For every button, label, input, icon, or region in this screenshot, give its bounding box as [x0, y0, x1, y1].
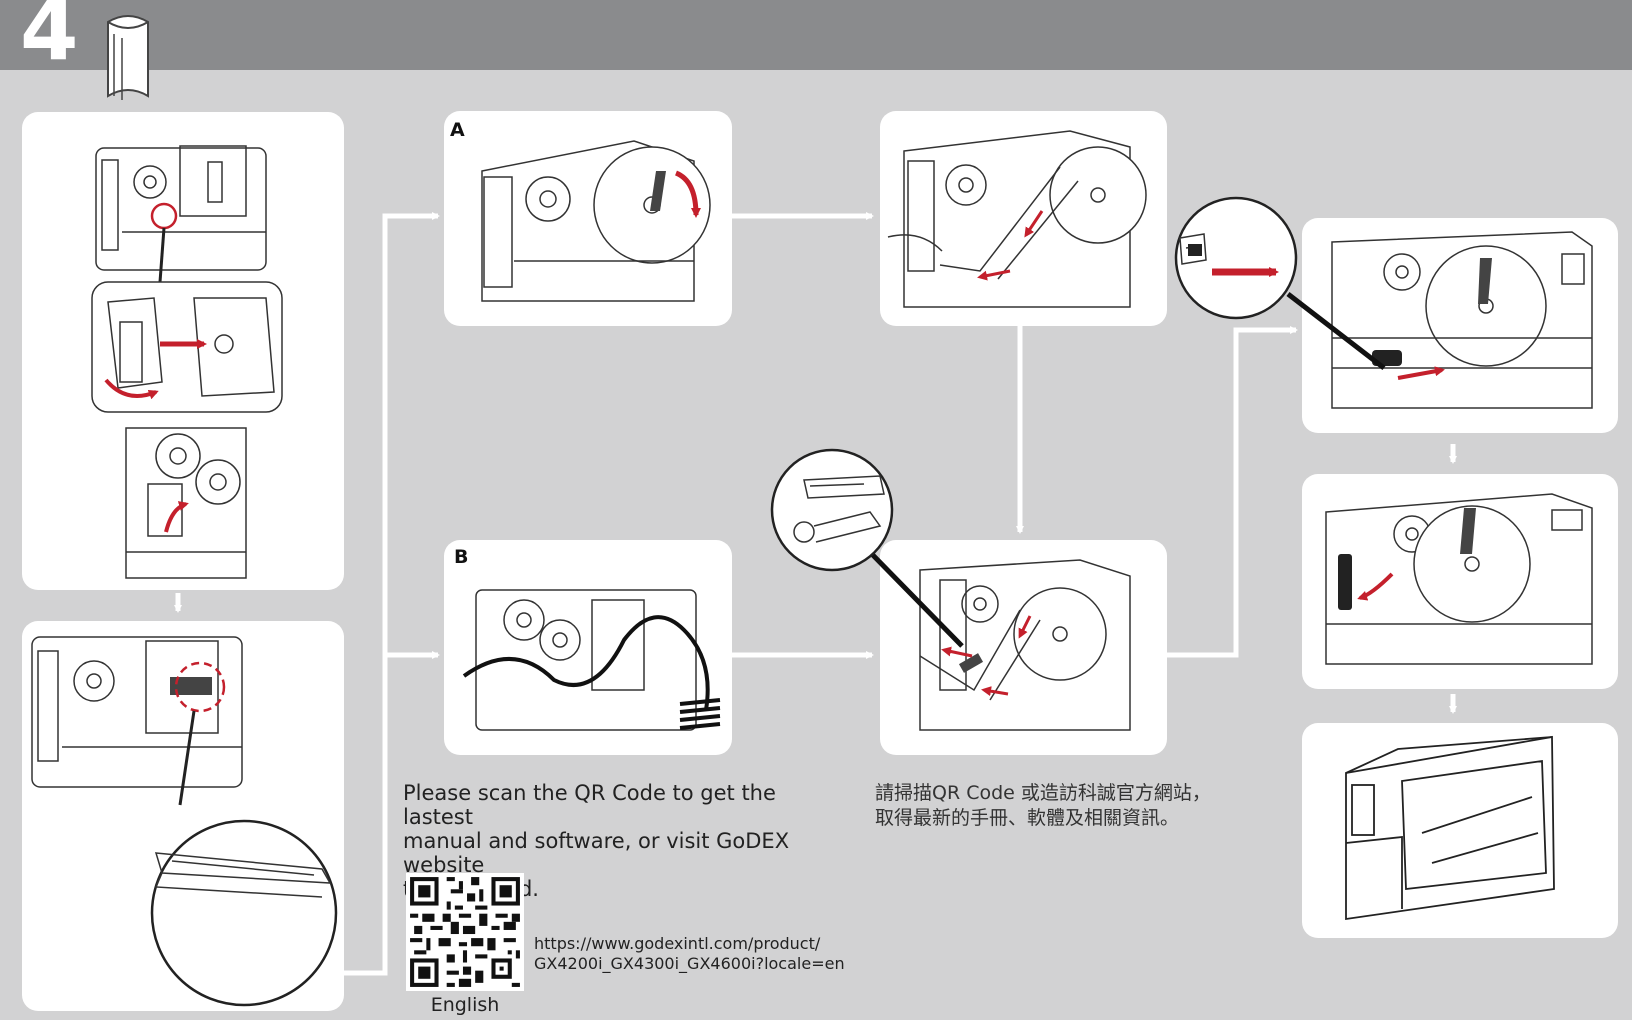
printer-media-through-sensor-illustration — [1331, 231, 1593, 409]
panel-b-label: B — [454, 546, 469, 568]
printer-guide-detail-illustration — [31, 636, 338, 1007]
header-banner — [0, 0, 1632, 70]
panel-step-a: A — [444, 111, 732, 326]
english-line-1: Please scan the QR Code to get the laste… — [403, 781, 776, 829]
panel-a-label: A — [450, 119, 465, 141]
panel-right-top — [1302, 218, 1618, 433]
panel-step-b: B — [444, 540, 732, 755]
printer-closed-illustration — [1345, 735, 1555, 921]
panel-right-bottom — [1302, 723, 1618, 938]
panel-media-routed — [880, 111, 1167, 326]
panel-media-guide — [880, 540, 1167, 755]
product-url[interactable]: https://www.godexintl.com/product/ GX420… — [534, 934, 845, 974]
panel-left-bottom — [22, 621, 344, 1011]
qr-language-label: English — [430, 994, 500, 1016]
panel-left-top — [22, 112, 344, 590]
chinese-line-2: 取得最新的手冊、軟體及相關資訊。 — [875, 807, 1180, 829]
printer-close-head-illustration — [1325, 493, 1593, 665]
qr-code[interactable] — [406, 873, 524, 991]
panel-right-middle — [1302, 474, 1618, 689]
step-number: 4 — [20, 0, 79, 79]
url-line-2: GX4200i_GX4300i_GX4600i?locale=en — [534, 954, 845, 973]
english-line-2: manual and software, or visit GoDEX webs… — [403, 829, 790, 877]
chinese-line-1: 請掃描QR Code 或造訪科誠官方網站， — [875, 782, 1211, 804]
printer-media-under-guide-illustration — [919, 559, 1131, 731]
guide-detail-callout — [770, 448, 964, 648]
printer-media-loading-illustration — [887, 130, 1147, 308]
label-roll-icon — [107, 15, 149, 100]
sensor-detail-callout — [1174, 196, 1386, 370]
chinese-instructions: 請掃描QR Code 或造訪科誠官方網站， 取得最新的手冊、軟體及相關資訊。 — [875, 781, 1275, 831]
printer-ribbon-steps-illustration — [91, 145, 283, 579]
printer-media-holder-open-illustration — [481, 140, 711, 302]
url-line-1: https://www.godexintl.com/product/ — [534, 934, 821, 953]
printer-fanfold-path-illustration — [462, 589, 721, 731]
